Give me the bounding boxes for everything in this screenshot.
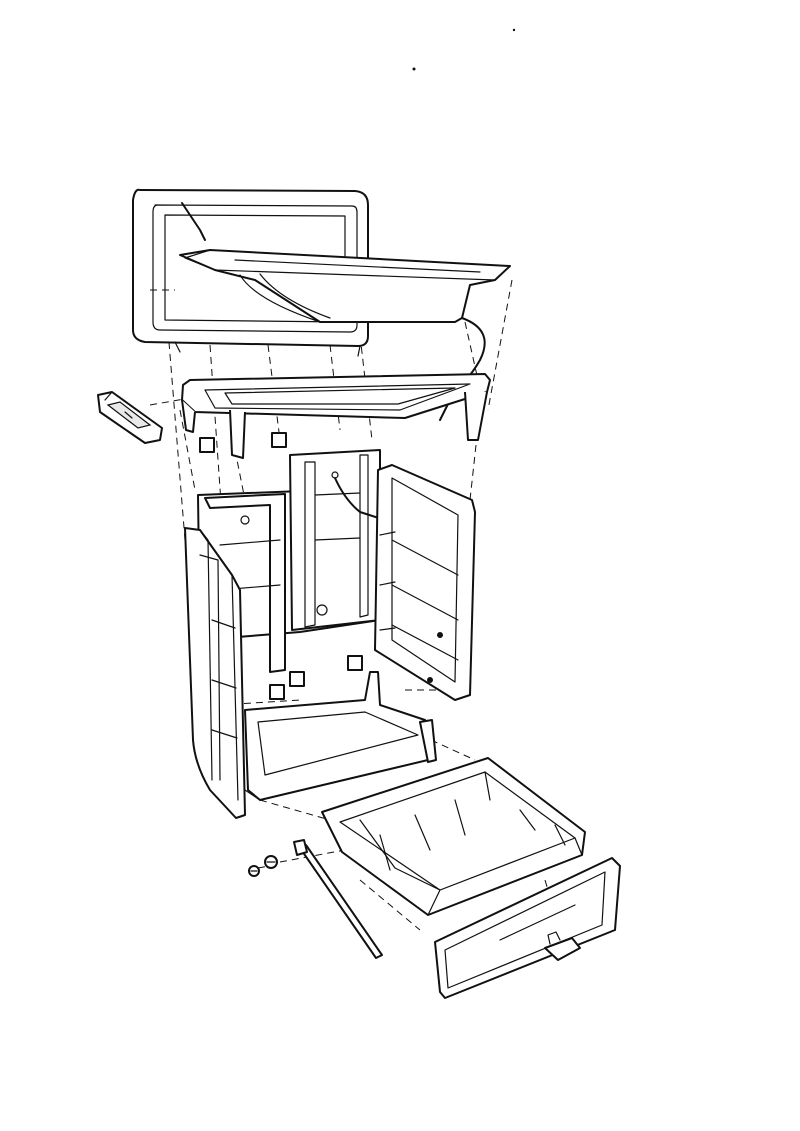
drawer [321,757,586,916]
right-side-frame [374,464,476,701]
tub-tray [179,249,511,421]
screws [248,855,278,877]
left-side-panel [184,527,246,819]
back-panel [197,449,386,673]
stray-mark [512,28,516,32]
side-handle [97,391,163,444]
drawer-runner-rod [293,839,383,959]
drawer-front [434,857,621,999]
stray-mark [412,67,416,71]
top-frame [181,373,491,459]
drawer-pull [544,931,581,961]
base-tray [244,655,437,801]
